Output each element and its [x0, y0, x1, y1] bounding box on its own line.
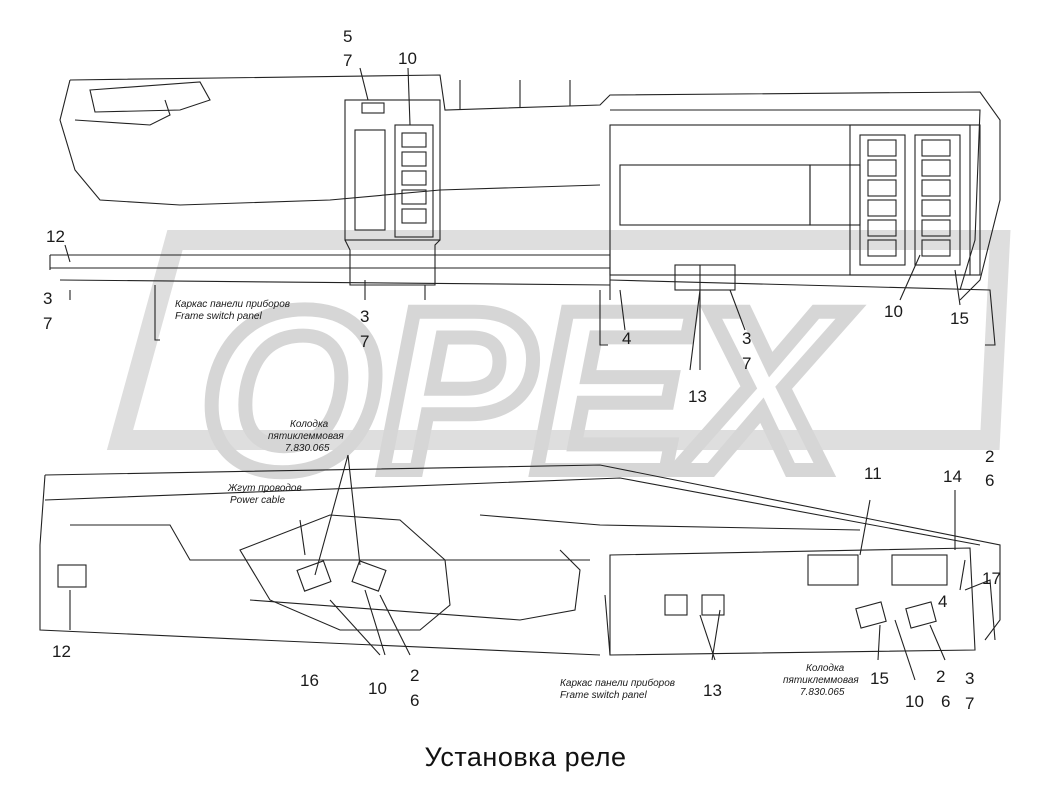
bottom-panel-outline: [44, 464, 1001, 641]
relays-13-bottom: [664, 594, 725, 616]
relay-sockets-top-right: [859, 134, 961, 266]
callout-4: 4: [622, 329, 632, 348]
callout-15: 15: [950, 309, 969, 328]
block2-note-ru-1: Колодка: [806, 663, 845, 674]
callout-3: 3: [742, 329, 752, 348]
callout-13: 13: [688, 387, 707, 406]
callout-11: 11: [864, 464, 882, 483]
callout-12: 12: [52, 642, 71, 661]
relay-panel-bottom-right: [609, 547, 976, 656]
frame-note-en-bottom: Frame switch panel: [560, 690, 647, 701]
frame-note-en-top: Frame switch panel: [175, 311, 262, 322]
callout-2: 2: [985, 447, 995, 466]
relays-10-bottom-left: [296, 560, 387, 592]
block-note-ru-1: Колодка: [290, 419, 329, 430]
callout-2: 2: [936, 667, 946, 686]
top-panel-outline: [69, 74, 1001, 301]
callout-14: 14: [943, 467, 962, 486]
relay-panel-top-right: [609, 124, 981, 276]
callout-6: 6: [985, 471, 995, 490]
callout-7: 7: [965, 694, 975, 713]
drawing-caption: Установка реле: [424, 742, 627, 772]
block2-note-ru-2: пятиклеммовая: [783, 675, 859, 686]
harness-note-en: Power cable: [230, 495, 286, 506]
callout-3: 3: [965, 669, 975, 688]
callout-3: 3: [360, 307, 370, 326]
callout-15: 15: [870, 669, 889, 688]
callout-10: 10: [368, 679, 387, 698]
callout-13: 13: [703, 681, 722, 700]
callout-5: 5: [343, 27, 353, 46]
block2-note-code: 7.830.065: [800, 687, 845, 698]
callout-10: 10: [398, 49, 417, 68]
harness-plate: [239, 514, 451, 631]
watermark-text: OPEX: [200, 262, 851, 519]
callout-7: 7: [343, 51, 353, 70]
block-note-code: 7.830.065: [285, 443, 330, 454]
frame-bar-top: [50, 254, 611, 286]
callout-7: 7: [43, 314, 53, 333]
callout-10: 10: [905, 692, 924, 711]
relay-box-top-right: [849, 124, 971, 276]
block-note-ru-2: пятиклеммовая: [268, 431, 344, 442]
callout-6: 6: [410, 691, 420, 710]
callout-7: 7: [742, 354, 752, 373]
frame-note-ru-bottom: Каркас панели приборов: [560, 678, 676, 689]
callout-17: 17: [982, 569, 1001, 588]
callout-7: 7: [360, 332, 370, 351]
callout-12: 12: [46, 227, 65, 246]
harness-note-ru: Жгут проводов: [228, 483, 302, 494]
relays-10-bottom-right: [855, 601, 937, 629]
relay-12-bottom: [57, 564, 87, 588]
callout-6: 6: [941, 692, 951, 711]
callout-2: 2: [410, 666, 420, 685]
callout-3: 3: [43, 289, 53, 308]
relay-sockets-top-left: [401, 132, 427, 224]
relay-box-top-left: [344, 99, 441, 241]
callout-4: 4: [938, 592, 948, 611]
callout-16: 16: [300, 671, 319, 690]
relays-13-top: [674, 264, 736, 291]
frame-note-ru-top: Каркас панели приборов: [175, 299, 291, 310]
callout-10: 10: [884, 302, 903, 321]
